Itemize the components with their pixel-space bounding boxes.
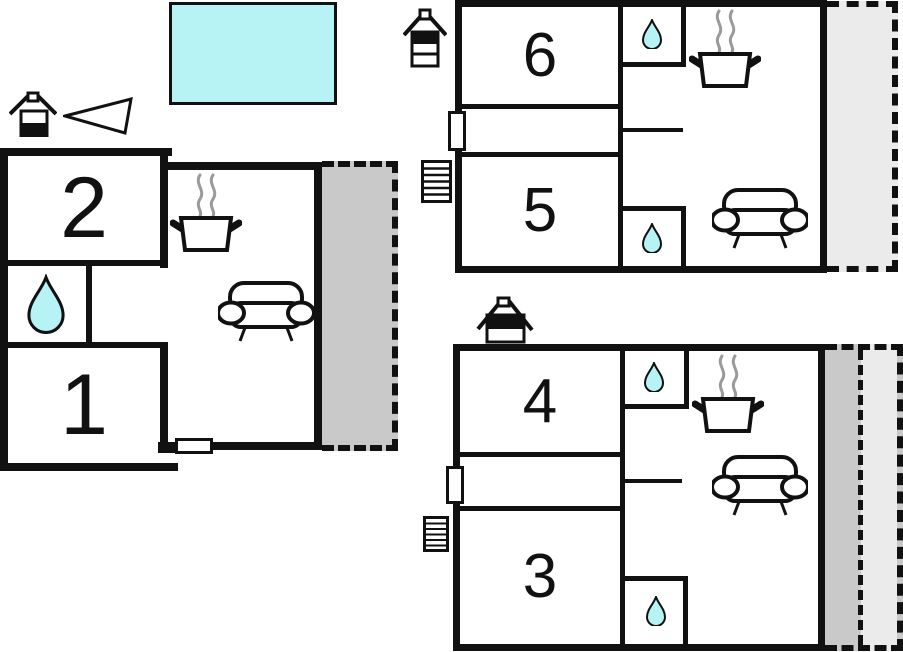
wall bbox=[620, 404, 689, 409]
cooking-pot-icon bbox=[170, 172, 242, 252]
stairs-icon bbox=[423, 516, 449, 552]
wall bbox=[0, 148, 8, 471]
terrace-strips bbox=[825, 344, 903, 651]
wall bbox=[314, 162, 322, 450]
water-drop-icon bbox=[642, 19, 662, 49]
wall bbox=[0, 463, 178, 471]
wall bbox=[0, 342, 164, 348]
wall bbox=[0, 260, 164, 266]
cooking-pot-icon bbox=[689, 8, 761, 88]
water-drop-icon bbox=[642, 223, 662, 253]
stairs-icon bbox=[421, 160, 452, 203]
wall bbox=[460, 506, 620, 511]
house-chimney-icon bbox=[9, 91, 57, 137]
room-label-5: 5 bbox=[522, 176, 558, 245]
wall bbox=[618, 62, 686, 67]
room-label-2: 2 bbox=[60, 160, 108, 256]
room-label-6: 6 bbox=[522, 21, 558, 90]
room-label-1: 1 bbox=[60, 357, 108, 453]
wall bbox=[683, 576, 688, 644]
wall bbox=[160, 162, 322, 170]
door-marker bbox=[448, 111, 466, 151]
wall bbox=[681, 7, 686, 66]
wall bbox=[623, 128, 683, 132]
wall bbox=[681, 206, 686, 266]
wall bbox=[618, 7, 623, 266]
triangle-pointer-icon bbox=[63, 96, 135, 136]
wall bbox=[455, 266, 827, 273]
wall bbox=[86, 260, 92, 348]
wall bbox=[460, 452, 620, 457]
wall bbox=[455, 0, 827, 7]
wall bbox=[160, 148, 168, 268]
water-drop-icon bbox=[27, 274, 65, 334]
wall bbox=[625, 479, 682, 483]
pool bbox=[169, 2, 337, 105]
sofa-icon bbox=[218, 281, 314, 343]
house-chimney-icon bbox=[403, 8, 447, 68]
wall bbox=[620, 576, 688, 581]
house-chimney-icon bbox=[476, 296, 534, 346]
wall bbox=[818, 344, 825, 651]
room-label-4: 4 bbox=[522, 367, 558, 436]
wall bbox=[462, 104, 618, 109]
wall bbox=[453, 644, 825, 651]
wall bbox=[0, 148, 172, 156]
wall bbox=[618, 206, 686, 211]
wall bbox=[684, 351, 689, 408]
terrace-dark bbox=[322, 161, 398, 451]
wall bbox=[160, 342, 168, 445]
room-label-3: 3 bbox=[522, 542, 558, 611]
water-drop-icon bbox=[644, 362, 664, 392]
wall bbox=[160, 442, 322, 450]
wall bbox=[820, 0, 827, 273]
wall bbox=[620, 351, 625, 644]
sofa-icon bbox=[712, 455, 808, 517]
door-marker bbox=[446, 466, 464, 504]
water-drop-icon bbox=[646, 596, 666, 626]
terrace-divider bbox=[858, 350, 863, 645]
terrace-light bbox=[827, 1, 898, 272]
wall bbox=[158, 442, 178, 453]
cooking-pot-icon bbox=[692, 353, 764, 433]
wall bbox=[453, 344, 825, 351]
wall bbox=[462, 152, 618, 157]
door-marker bbox=[175, 438, 213, 454]
sofa-icon bbox=[712, 188, 808, 250]
